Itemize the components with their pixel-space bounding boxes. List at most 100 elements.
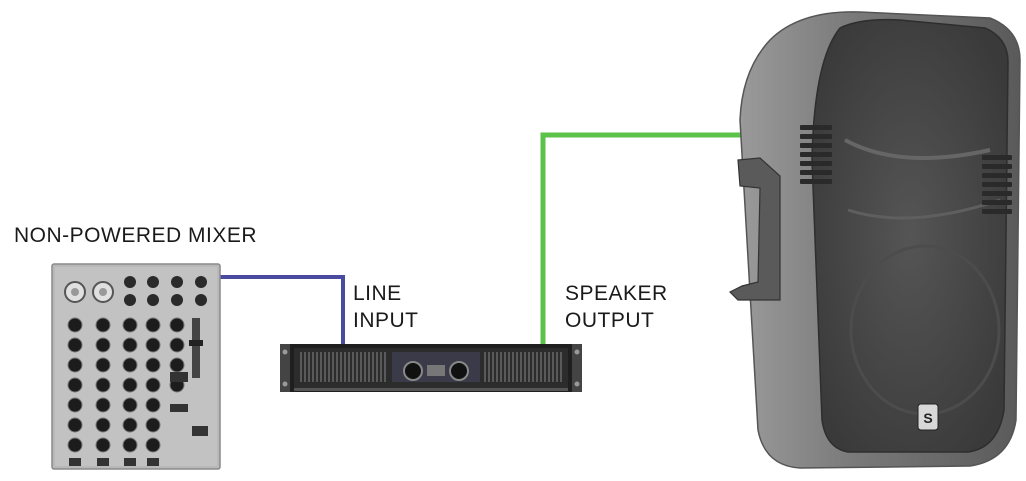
mixer-knob [67, 397, 83, 413]
mixer-knob [122, 417, 138, 433]
speaker-vent-slot [982, 155, 1012, 160]
mixer-knob [145, 337, 161, 353]
speaker-vent-slot [982, 182, 1012, 187]
speaker-vent-slot [800, 143, 832, 148]
mixer-knob [95, 377, 111, 393]
mixer-knob [169, 317, 185, 333]
mixer-knob [122, 357, 138, 373]
mixer-knob [169, 357, 185, 373]
vent-slot [560, 352, 562, 382]
vent-slot [380, 352, 382, 382]
vent-slot [344, 352, 346, 382]
mixer-knob [145, 317, 161, 333]
vent-slot [504, 352, 506, 382]
mixer-knob [122, 397, 138, 413]
speaker-output-label-line2: OUTPUT [565, 309, 655, 332]
vent-slot [516, 352, 518, 382]
mixer-knob [145, 377, 161, 393]
mixer-knob [95, 437, 111, 453]
mixer-knob [95, 417, 111, 433]
mixer-knob [122, 337, 138, 353]
mixer-knob [169, 337, 185, 353]
vent-slot [384, 352, 386, 382]
mixer-knob [67, 437, 83, 453]
mixer-knob [67, 317, 83, 333]
mixer-knob [122, 317, 138, 333]
speaker-output-cable [540, 132, 760, 345]
vent-slot [520, 352, 522, 382]
speaker-vent-slot [982, 164, 1012, 169]
amp-vent-left [300, 352, 386, 382]
speaker-vent-slot [800, 152, 832, 157]
vent-slot [304, 352, 306, 382]
vent-slot [300, 352, 302, 382]
speaker-icon: S [728, 11, 1021, 469]
vent-slot [536, 352, 538, 382]
vent-slot [484, 352, 486, 382]
vent-slot [528, 352, 530, 382]
mixer-label: NON-POWERED MIXER [14, 222, 257, 249]
vent-slot [496, 352, 498, 382]
vent-slot [552, 352, 554, 382]
mixer-knob [95, 337, 111, 353]
mixer-knob [67, 357, 83, 373]
mixer-channel-button [124, 458, 136, 466]
speaker-vent-slot [800, 125, 832, 130]
mixer-knob [95, 357, 111, 373]
vent-slot [368, 352, 370, 382]
speaker-vent-slot [982, 173, 1012, 178]
vent-slot [524, 352, 526, 382]
mixer-label-text: NON-POWERED MIXER [14, 224, 258, 247]
mixer-channel-button [69, 458, 81, 466]
line-input-label-line2: INPUT [353, 309, 419, 332]
vent-slot [320, 352, 322, 382]
line-input-label: LINE INPUT [353, 280, 419, 334]
vent-slot [508, 352, 510, 382]
mixer-channel-button [97, 458, 109, 466]
mixer-knob [67, 377, 83, 393]
mixer-knob [95, 397, 111, 413]
mixer-icon [51, 263, 221, 470]
vent-slot [332, 352, 334, 382]
mixer-knob [95, 317, 111, 333]
amplifier-icon [280, 344, 582, 392]
mixer-knobs [67, 317, 185, 466]
vent-slot [492, 352, 494, 382]
speaker-vent-right [982, 155, 1012, 214]
vent-slot [308, 352, 310, 382]
speaker-vent-slot [982, 191, 1012, 196]
mixer-knob [122, 437, 138, 453]
mixer-knob [145, 397, 161, 413]
vent-slot [364, 352, 366, 382]
mixer-channel-button [147, 458, 159, 466]
mixer-knob [145, 357, 161, 373]
speaker-vent-slot [800, 170, 832, 175]
speaker-vent-left [800, 125, 832, 184]
line-input-label-line1: LINE [353, 282, 402, 305]
vent-slot [324, 352, 326, 382]
speaker-output-label: SPEAKER OUTPUT [565, 280, 668, 334]
speaker-vent-slot [800, 134, 832, 139]
vent-slot [548, 352, 550, 382]
vent-slot [348, 352, 350, 382]
vent-slot [312, 352, 314, 382]
vent-slot [316, 352, 318, 382]
vent-slot [376, 352, 378, 382]
vent-slot [340, 352, 342, 382]
speaker-output-label-line1: SPEAKER [565, 282, 668, 305]
line-input-cable [218, 275, 345, 345]
vent-slot [372, 352, 374, 382]
vent-slot [532, 352, 534, 382]
mixer-knob [67, 417, 83, 433]
speaker-vent-slot [982, 200, 1012, 205]
speaker-vent-slot [800, 179, 832, 184]
mixer-knob [122, 377, 138, 393]
vent-slot [488, 352, 490, 382]
amp-vent-right [484, 352, 562, 382]
vent-slot [544, 352, 546, 382]
speaker-vent-slot [982, 209, 1012, 214]
mixer-knob [145, 437, 161, 453]
vent-slot [540, 352, 542, 382]
vent-slot [356, 352, 358, 382]
